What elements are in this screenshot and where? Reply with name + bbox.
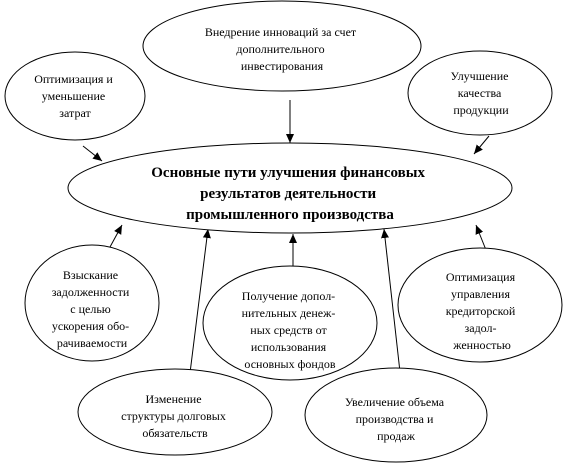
node-receivables-ellipse	[24, 244, 160, 362]
node-payables-line: управления	[451, 287, 510, 301]
center-title-line: Основные пути улучшения финансовых	[151, 165, 425, 181]
node-funds-line: Получение допол-	[242, 289, 335, 303]
node-payables-line: кредиторской	[446, 304, 516, 318]
node-quality-line: качества	[458, 86, 502, 100]
arrow-volume-to-center	[381, 228, 402, 382]
node-quality-ellipse	[407, 50, 553, 136]
node-innovation-line: дополнительного	[236, 42, 324, 56]
node-costs-ellipse	[4, 51, 146, 141]
node-receivables-line: ускорения обо-	[52, 319, 129, 333]
node-innovation-ellipse	[142, 0, 422, 92]
node-payables-line: женностью	[452, 338, 511, 352]
node-volume-text: Увеличение объема производства и продаж	[345, 395, 447, 443]
node-innovation-line: инвестирования	[241, 59, 324, 73]
node-receivables-line: Взыскание	[63, 268, 118, 282]
node-funds-line: использования	[251, 340, 327, 354]
center-title-line: промышленного производства	[186, 207, 394, 223]
node-volume-line: продаж	[377, 429, 416, 443]
node-payables-line: Оптимизация	[446, 270, 516, 284]
node-innovation-line: Внедрение инноваций за счет	[205, 25, 357, 39]
node-debt-ellipse	[77, 368, 273, 456]
node-debt-line: Изменение	[145, 392, 201, 406]
arrow-receivables-to-center	[109, 224, 123, 248]
node-debt-text: Изменение структуры долговых обязательст…	[121, 392, 229, 440]
node-receivables-line: рачиваемости	[57, 336, 128, 350]
arrow-payables-to-center	[475, 224, 487, 251]
node-volume-line: производства и	[356, 412, 434, 426]
arrow-debt-to-center	[188, 228, 211, 382]
node-receivables-line: с целью	[70, 302, 111, 316]
node-receivables-line: задолженности	[52, 285, 130, 299]
node-funds-ellipse	[202, 265, 378, 381]
node-debt-line: структуры долговых	[121, 409, 226, 423]
node-payables-text: Оптимизация управления кредиторской задо…	[446, 270, 519, 352]
node-funds-text: Получение допол- нительных денеж- ных ср…	[242, 289, 339, 371]
node-receivables-text: Взыскание задолженности с целью ускорени…	[52, 268, 133, 350]
node-costs-line: уменьшение	[42, 89, 105, 103]
node-debt-line: обязательств	[142, 426, 208, 440]
arrow-quality-to-center	[473, 135, 490, 155]
node-funds-line: основных фондов	[244, 357, 336, 371]
center-title-line: результатов деятельности	[200, 186, 376, 202]
node-costs-line: затрат	[59, 106, 91, 120]
node-quality-line: продукции	[453, 103, 509, 117]
node-innovation-text: Внедрение инноваций за счет дополнительн…	[205, 25, 359, 73]
node-volume-ellipse	[304, 367, 488, 463]
center-title: Основные пути улучшения финансовых резул…	[151, 165, 429, 223]
node-quality-line: Улучшение	[451, 69, 509, 83]
center-ellipse	[67, 142, 513, 234]
arrow-costs-to-center	[82, 145, 103, 162]
node-costs-line: Оптимизация и	[34, 72, 113, 86]
node-payables-ellipse	[397, 247, 563, 363]
node-costs-text: Оптимизация и уменьшение затрат	[34, 72, 116, 120]
node-quality-text: Улучшение качества продукции	[451, 69, 512, 117]
node-funds-line: ных средств от	[250, 323, 327, 337]
node-funds-line: нительных денеж-	[242, 306, 336, 320]
node-volume-line: Увеличение объема	[345, 395, 445, 409]
node-payables-line: задол-	[465, 321, 497, 335]
